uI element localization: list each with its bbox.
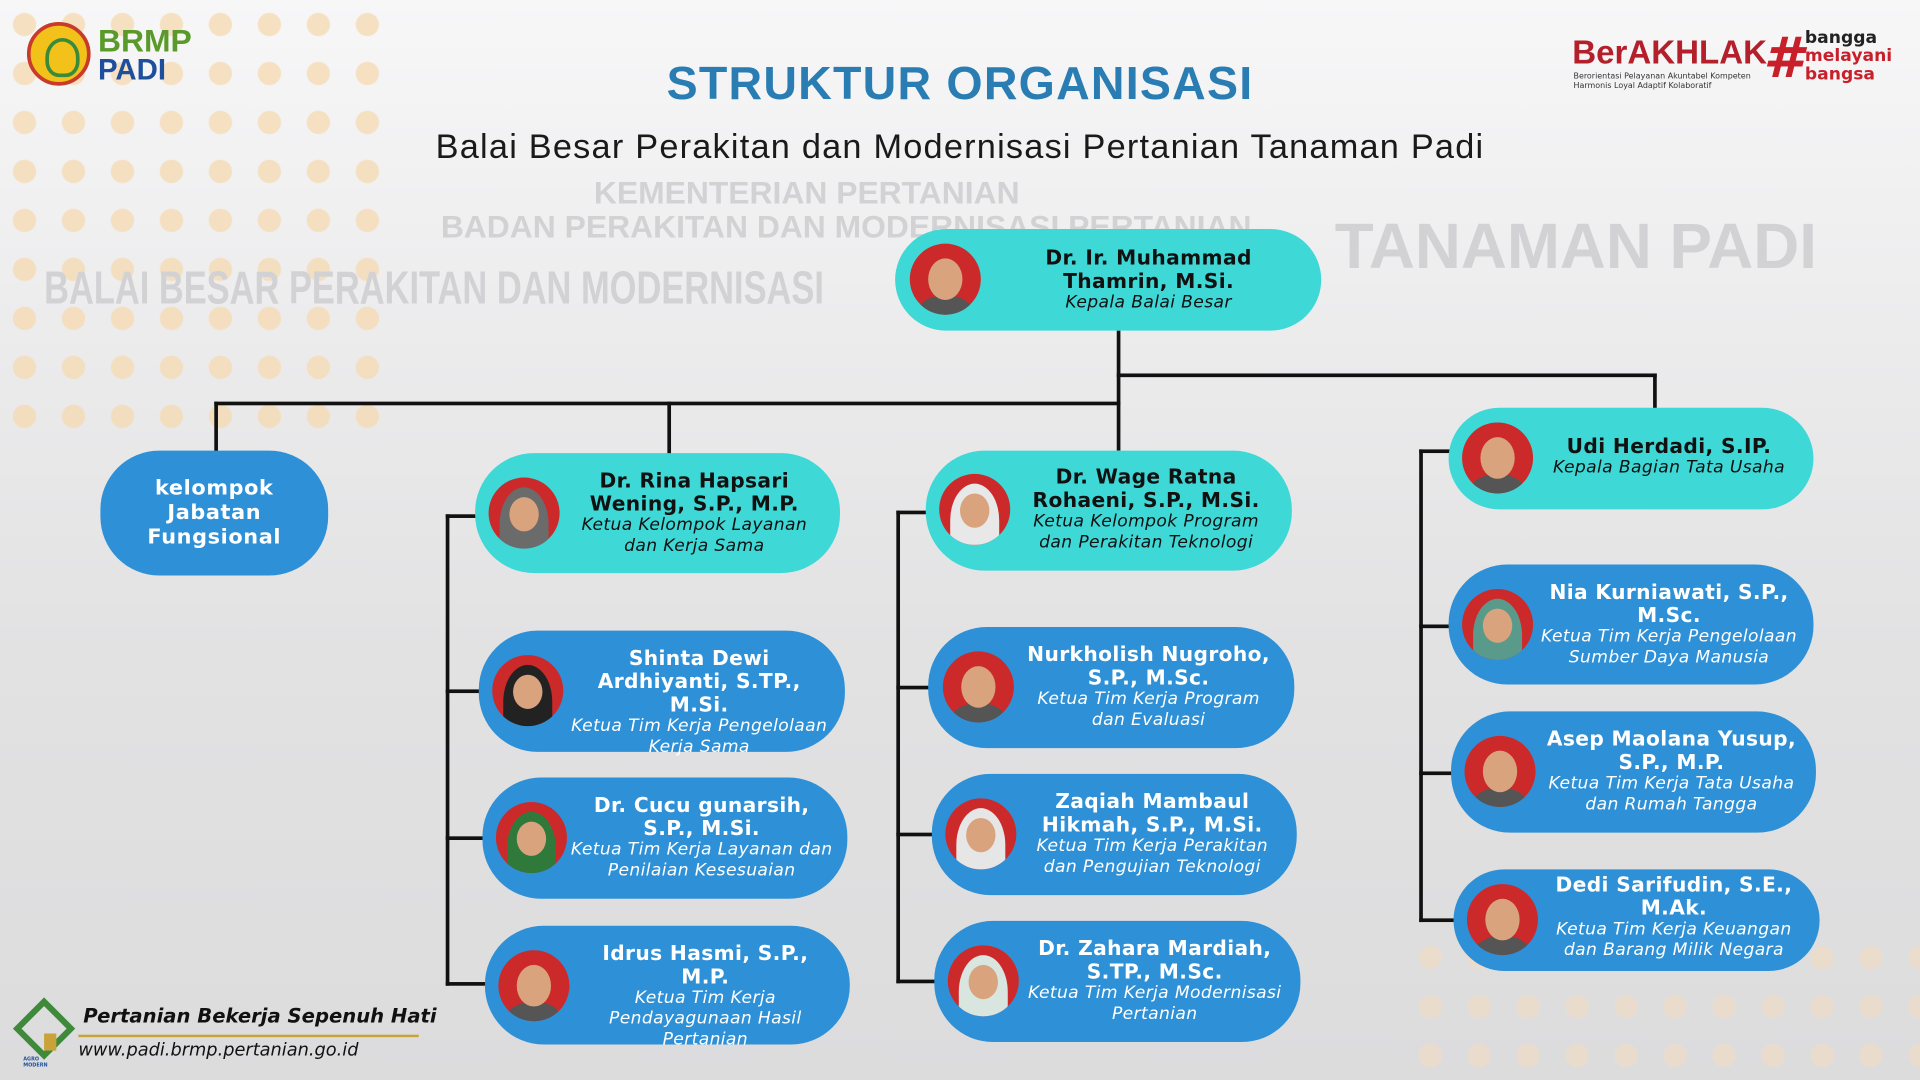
person-role: Ketua Kelompok Layanan dan Kerja Sama <box>581 515 808 556</box>
connector-line <box>667 401 672 455</box>
avatar <box>495 802 567 874</box>
connector-line <box>1419 624 1450 629</box>
person-name: Shinta Dewi Ardhiyanti, S.TP., M.Si. <box>597 646 801 717</box>
connector-line <box>896 510 927 515</box>
footer-slogan: Pertanian Bekerja Sepenuh Hati <box>83 1004 437 1028</box>
connector-line <box>1419 449 1423 923</box>
node-column-head[interactable]: Udi Herdadi, S.IP. Kepala Bagian Tata Us… <box>1448 407 1814 510</box>
person-role: Ketua Tim Kerja Tata Usaha dan Rumah Tan… <box>1548 773 1795 815</box>
connector-line <box>1419 771 1453 776</box>
person-name: Nia Kurniawati, S.P., M.Sc. <box>1549 580 1789 627</box>
page-subtitle: Balai Besar Perakitan dan Modernisasi Pe… <box>435 127 1485 166</box>
avatar <box>488 477 560 549</box>
person-role: Ketua Tim Kerja Pengelolaan Sumber Daya … <box>1540 626 1798 668</box>
person-name: Dr. Ir. Muhammad Thamrin, M.Si. <box>1045 246 1252 293</box>
logo-text: BRMP <box>97 22 192 59</box>
node-member[interactable]: Idrus Hasmi, S.P., M.P.Ketua Tim Kerja P… <box>484 925 850 1049</box>
connector-line <box>896 510 901 984</box>
divider <box>78 1034 419 1038</box>
page-title: STRUKTUR ORGANISASI <box>666 58 1254 111</box>
person-role: Ketua Tim Kerja Modernisasi Pertanian <box>1027 983 1282 1024</box>
avatar <box>945 798 1017 870</box>
connector-line <box>896 685 930 690</box>
person-name: Asep Maolana Yusup, S.P., M.P. <box>1546 727 1797 774</box>
avatar <box>1466 884 1538 956</box>
agro-modern-logo-icon <box>44 1033 57 1051</box>
ministry-seal-icon <box>26 22 91 86</box>
person-role: Ketua Tim Kerja Pengelolaan Kerja Sama <box>571 716 828 757</box>
avatar <box>947 945 1019 1017</box>
connector-line <box>445 836 484 841</box>
connector-line <box>445 689 481 694</box>
tag-word: bangsa <box>1804 64 1876 85</box>
person-role: Kepala Bagian Tata Usaha <box>1552 457 1786 478</box>
berakhlak-sub2: Harmonis Loyal Adaptif Kolaboratif <box>1573 80 1712 91</box>
person-name: Idrus Hasmi, S.P., M.P. <box>602 941 809 989</box>
connector-line <box>1419 449 1450 454</box>
connector-line <box>896 979 936 984</box>
node-kepala-balai-besar[interactable]: Dr. Ir. Muhammad Thamrin, M.Si. Kepala B… <box>895 228 1322 331</box>
background-building-text: BALAI BESAR PERAKITAN DAN MODERNISASI <box>44 263 824 315</box>
node-member[interactable]: Dr. Cucu gunarsih, S.P., M.Si.Ketua Tim … <box>482 777 848 899</box>
person-name: Zaqiah Mambaul Hikmah, S.P., M.Si. <box>1041 789 1263 837</box>
node-member[interactable]: Nia Kurniawati, S.P., M.Sc.Ketua Tim Ker… <box>1448 564 1814 685</box>
avatar <box>909 243 981 315</box>
person-role: Ketua Tim Kerja Keuangan dan Barang Mili… <box>1556 919 1792 961</box>
person-name: Dr. Zahara Mardiah, S.TP., M.Sc. <box>1038 936 1272 984</box>
bangga-melayani-bangsa: bangga melayani bangsa <box>1805 29 1892 84</box>
berakhlak-text: BerAKHLAK <box>1572 34 1767 72</box>
node-column-head[interactable]: Dr. Rina Hapsari Wening, S.P., M.P. Ketu… <box>475 453 841 574</box>
avatar <box>1464 735 1536 807</box>
connector-line <box>1116 373 1657 378</box>
person-role: Kepala Balai Besar <box>1065 292 1232 313</box>
person-role: Ketua Tim Kerja Program dan Evaluasi <box>1037 689 1260 730</box>
person-name: Dr. Wage Ratna Rohaeni, S.P., M.Si. <box>1032 465 1260 512</box>
node-member[interactable]: Dedi Sarifudin, S.E., M.Ak.Ketua Tim Ker… <box>1453 869 1820 972</box>
tag-word: melayani <box>1804 46 1893 67</box>
hashtag-icon: # <box>1763 24 1803 91</box>
avatar <box>1462 422 1534 494</box>
avatar <box>492 655 564 727</box>
connector-line <box>896 832 934 837</box>
node-member[interactable]: Zaqiah Mambaul Hikmah, S.P., M.Si.Ketua … <box>931 773 1297 896</box>
connector-line <box>214 401 218 452</box>
person-role: Ketua Kelompok Program dan Perakitan Tek… <box>1033 511 1259 553</box>
node-column-head[interactable]: Dr. Wage Ratna Rohaeni, S.P., M.Si. Ketu… <box>925 450 1292 571</box>
logo-text: PADI <box>97 53 166 87</box>
berakhlak-logo: BerAKHLAK Berorientasi Pelayanan Akuntab… <box>1572 22 1903 95</box>
connector-line <box>445 514 478 518</box>
node-kelompok-jabatan-fungsional[interactable]: kelompok Jabatan Fungsional <box>100 450 329 576</box>
avatar <box>942 651 1014 723</box>
node-member[interactable]: Shinta Dewi Ardhiyanti, S.TP., M.Si.Ketu… <box>478 630 845 757</box>
connector-line <box>445 982 487 986</box>
person-role: Ketua Tim Kerja Layanan dan Penilaian Ke… <box>570 840 833 881</box>
background-building-text: TANAMAN PADI <box>1334 211 1817 283</box>
node-label: kelompok Jabatan Fungsional <box>147 476 282 550</box>
avatar <box>498 950 570 1022</box>
berakhlak-sub1: Berorientasi Pelayanan Akuntabel Kompete… <box>1573 71 1751 81</box>
person-name: Dr. Rina Hapsari Wening, S.P., M.P. <box>589 468 799 516</box>
connector-line <box>1116 330 1121 451</box>
avatar <box>939 473 1011 545</box>
node-member[interactable]: Asep Maolana Yusup, S.P., M.P.Ketua Tim … <box>1451 711 1816 833</box>
logo-caption: AGRO MODERN <box>23 1055 48 1068</box>
connector-line <box>1653 373 1657 409</box>
person-name: Udi Herdadi, S.IP. <box>1566 434 1772 458</box>
person-name: Nurkholish Nugroho, S.P., M.Sc. <box>1027 642 1270 690</box>
background-building-text: KEMENTERIAN PERTANIAN <box>593 173 1020 211</box>
website-link[interactable]: www.padi.brmp.pertanian.go.id <box>78 1040 359 1061</box>
tag-word: bangga <box>1804 28 1878 48</box>
connector-line <box>1419 918 1455 923</box>
avatar <box>1462 588 1534 661</box>
connector-line <box>445 514 450 986</box>
person-name: Dr. Cucu gunarsih, S.P., M.Si. <box>593 793 810 841</box>
person-role: Ketua Tim Kerja Perakitan dan Pengujian … <box>1036 836 1268 877</box>
person-role: Ketua Tim Kerja Pendayagunaan Hasil Pert… <box>609 988 802 1050</box>
node-member[interactable]: Nurkholish Nugroho, S.P., M.Sc.Ketua Tim… <box>928 626 1295 749</box>
person-name: Dedi Sarifudin, S.E., M.Ak. <box>1555 873 1793 920</box>
berakhlak-subtext: Berorientasi Pelayanan Akuntabel Kompete… <box>1573 71 1769 91</box>
node-member[interactable]: Dr. Zahara Mardiah, S.TP., M.Sc.Ketua Ti… <box>934 920 1301 1043</box>
